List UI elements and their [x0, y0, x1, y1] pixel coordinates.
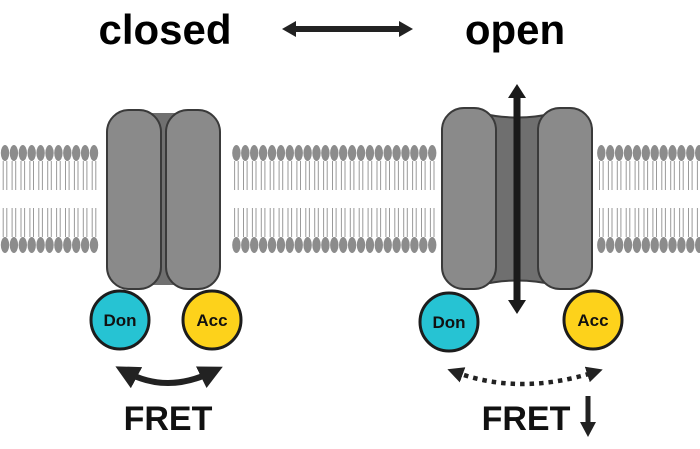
acceptor-fluorophore-open: Acc — [562, 289, 624, 351]
donor-label: Don — [103, 311, 136, 330]
fret-dashed-curved-arrow-icon — [447, 366, 603, 387]
donor-label: Don — [432, 313, 465, 332]
title-closed: closed — [98, 6, 231, 53]
vertical-double-arrow-icon — [508, 84, 526, 314]
lipid-bilayer — [0, 145, 700, 253]
donor-fluorophore-closed: Don — [89, 289, 151, 351]
double-arrow-icon — [282, 21, 413, 37]
acceptor-fluorophore-closed: Acc — [181, 289, 243, 351]
fret-label-closed: FRET — [124, 400, 213, 438]
closed-channel — [106, 109, 221, 290]
fret-label-open: FRET — [482, 400, 571, 438]
donor-fluorophore-open: Don — [418, 291, 480, 353]
acceptor-label: Acc — [577, 311, 608, 330]
title-open: open — [465, 6, 565, 53]
acceptor-label: Acc — [196, 311, 227, 330]
fret-curved-arrow-icon — [115, 366, 223, 389]
down-arrow-icon — [580, 396, 596, 437]
